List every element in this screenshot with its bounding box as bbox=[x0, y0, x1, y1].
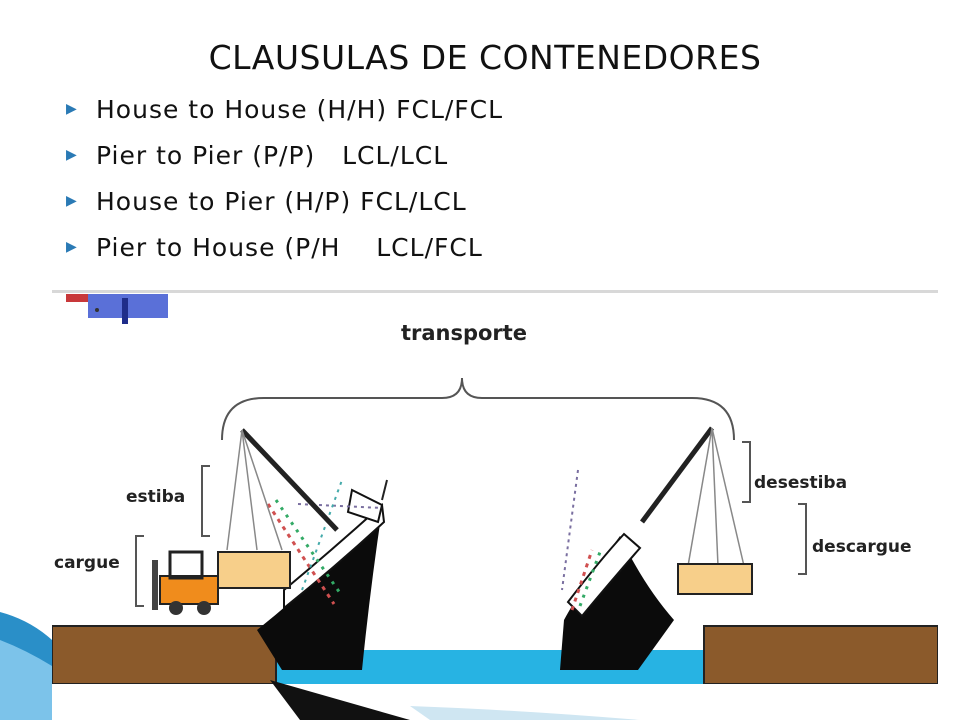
right-crane bbox=[639, 426, 745, 567]
container-shipping-illustration: transporte bbox=[52, 290, 938, 684]
bullet-text: Pier to Pier (P/P) LCL/LCL bbox=[96, 140, 449, 170]
label-estiba: estiba bbox=[126, 487, 185, 507]
descargue-bracket bbox=[798, 503, 807, 575]
desestiba-bracket bbox=[742, 441, 751, 503]
bullet-item: ▶ House to Pier (H/P) FCL/LCL bbox=[66, 178, 503, 224]
right-ship bbox=[560, 469, 674, 670]
estiba-bracket bbox=[201, 465, 210, 537]
left-crane bbox=[226, 428, 339, 551]
bullet-item: ▶ Pier to House (P/H LCL/FCL bbox=[66, 224, 503, 270]
left-dock bbox=[52, 625, 277, 684]
transport-bracket bbox=[221, 377, 735, 441]
label-transporte: transporte bbox=[401, 321, 527, 345]
slide-title: CLAUSULAS DE CONTENEDORES bbox=[208, 38, 762, 77]
bullet-text: Pier to House (P/H LCL/FCL bbox=[96, 232, 483, 262]
forklift-icon bbox=[152, 550, 219, 615]
logo-fragment-icon bbox=[66, 294, 168, 324]
right-container bbox=[677, 563, 753, 595]
bullet-item: ▶ Pier to Pier (P/P) LCL/LCL bbox=[66, 132, 503, 178]
bullet-list: ▶ House to House (H/H) FCL/FCL ▶ Pier to… bbox=[66, 86, 503, 270]
left-container bbox=[217, 551, 291, 589]
bullet-item: ▶ House to House (H/H) FCL/FCL bbox=[66, 86, 503, 132]
triangle-bullet-icon: ▶ bbox=[66, 193, 78, 209]
bullet-text: House to Pier (H/P) FCL/LCL bbox=[96, 186, 467, 216]
label-desestiba: desestiba bbox=[754, 473, 847, 493]
label-descargue: descargue bbox=[812, 537, 912, 557]
triangle-bullet-icon: ▶ bbox=[66, 101, 78, 117]
triangle-bullet-icon: ▶ bbox=[66, 239, 78, 255]
triangle-bullet-icon: ▶ bbox=[66, 147, 78, 163]
left-ship bbox=[257, 479, 388, 670]
bullet-text: House to House (H/H) FCL/FCL bbox=[96, 94, 504, 124]
right-dock bbox=[703, 625, 938, 684]
label-cargue: cargue bbox=[54, 553, 120, 573]
cargue-bracket bbox=[135, 535, 144, 607]
